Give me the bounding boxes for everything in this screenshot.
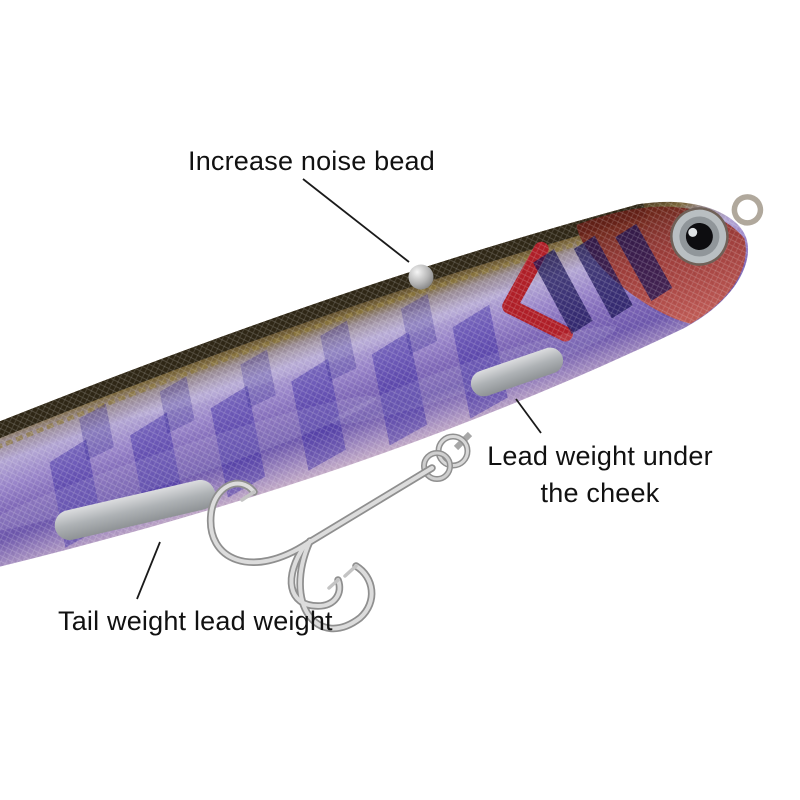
split-rings: [421, 431, 473, 482]
pointer-tail-weight: [136, 541, 161, 600]
label-noise-bead: Increase noise bead: [188, 146, 435, 176]
lure-eye: [670, 207, 729, 266]
pointer-lines: [136, 178, 542, 600]
cheek-lead-weight: [470, 347, 564, 397]
pointer-noise-bead: [302, 178, 410, 263]
label-cheek-weight-line2: the cheek: [540, 478, 660, 508]
treble-hook: [206, 464, 436, 633]
lure-body: [0, 167, 775, 619]
noise-bead: [408, 264, 434, 290]
label-tail-weight: Tail weight lead weight: [58, 606, 333, 636]
tail-lead-weight: [54, 479, 216, 541]
label-cheek-weight: Lead weight under the cheek: [462, 438, 738, 512]
nose-ring-icon: [731, 194, 764, 226]
pointer-cheek-weight: [515, 398, 542, 434]
label-cheek-weight-line1: Lead weight under: [487, 441, 713, 471]
